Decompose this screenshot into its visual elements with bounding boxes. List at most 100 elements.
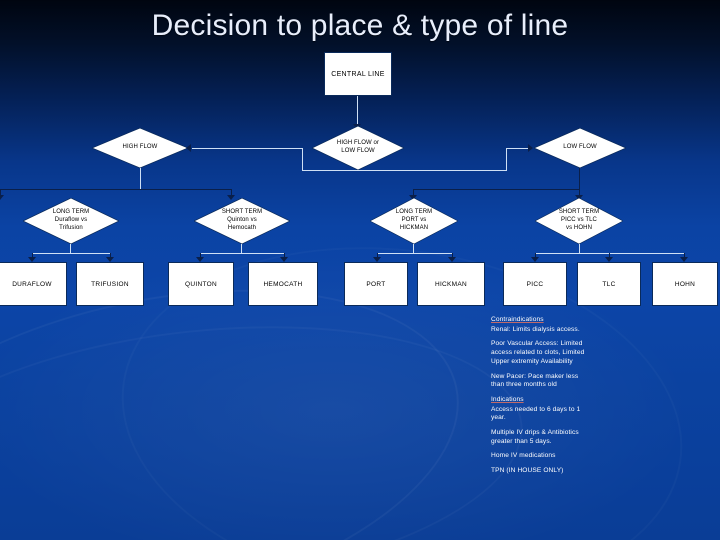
page-title: Decision to place & type of line — [151, 9, 569, 42]
connector-l2d-right-drop — [684, 253, 685, 259]
node-label: SHORT TERM PICC vs TLC vs HOHN — [545, 209, 614, 232]
node-label: PICC — [526, 280, 544, 288]
connector-highflow-right-drop — [231, 189, 232, 197]
connector-l2b-split — [200, 253, 284, 254]
node-label-line2: Quinton vs — [227, 217, 257, 224]
node-long-term-duraflow-trifusion[interactable]: LONG TERM Duraflow vs Trifusion — [23, 198, 119, 244]
connector-center-to-lowflow-h1 — [402, 170, 506, 171]
arrowhead-to-hickman — [448, 257, 456, 262]
node-label: TRIFUSION — [91, 280, 129, 288]
node-label: HIGH FLOW or LOW FLOW — [322, 140, 394, 155]
node-label: SHORT TERM Quinton vs Hemocath — [205, 209, 280, 232]
node-label-line2: PORT vs — [401, 217, 427, 224]
node-label: LONG TERM PORT vs HICKMAN — [380, 209, 449, 232]
node-label: PORT — [366, 280, 386, 288]
node-central-line[interactable]: CENTRAL LINE — [324, 52, 392, 96]
connector-l2a-right-drop — [110, 253, 111, 259]
diamond-shape-icon — [92, 128, 188, 168]
notes-indication-item: Access needed to 6 days to 1 year. — [491, 405, 581, 422]
connector-root-to-highlow — [357, 96, 358, 125]
connector-lowflow-down — [579, 168, 580, 190]
node-short-term-quinton-hemocath[interactable]: SHORT TERM Quinton vs Hemocath — [194, 198, 290, 244]
diamond-shape-icon — [535, 198, 623, 244]
connector-l2c-split — [377, 253, 452, 254]
notes-indication-item: TPN (IN HOUSE ONLY) — [491, 467, 564, 475]
notes-contraindication-item: New Pacer: Pace maker less than three mo… — [491, 372, 579, 389]
notes-panel: Contraindications Renal: Limits dialysis… — [491, 316, 585, 482]
connector-l2c-down — [413, 244, 414, 253]
node-label-line2: LOW FLOW — [341, 148, 375, 154]
node-duraflow[interactable]: DURAFLOW — [0, 262, 67, 306]
node-label: LOW FLOW — [563, 144, 597, 151]
connector-lowflow-right-drop — [579, 189, 580, 197]
connector-center-to-lowflow-v — [506, 148, 507, 171]
notes-indication-item: Multiple IV drips & Antibiotics greater … — [491, 429, 579, 445]
arrowhead-to-shortterm-quinton — [227, 195, 235, 200]
node-hickman[interactable]: HICKMAN — [417, 262, 485, 306]
arrowhead-to-tlc — [605, 257, 613, 262]
connector-center-to-highflow-v — [302, 148, 303, 171]
diamond-shape-icon — [23, 198, 119, 244]
notes-contraindication-item: Poor Vascular Access: Limited access rel… — [491, 340, 585, 365]
node-label-line1: LONG TERM — [52, 209, 90, 216]
node-low-flow[interactable]: LOW FLOW — [534, 128, 626, 168]
node-high-flow[interactable]: HIGH FLOW — [92, 128, 188, 168]
arrowhead-to-quinton — [196, 257, 204, 262]
node-long-term-port-hickman[interactable]: LONG TERM PORT vs HICKMAN — [370, 198, 458, 244]
node-hemocath[interactable]: HEMOCATH — [248, 262, 318, 306]
connector-l2d-left-drop — [535, 253, 536, 259]
connector-l2d-down — [579, 244, 580, 253]
arrowhead-to-hohn — [680, 257, 688, 262]
node-label: HEMOCATH — [263, 280, 303, 288]
diamond-shape-icon — [312, 126, 404, 170]
background-swirl-1 — [0, 238, 489, 540]
node-tlc[interactable]: TLC — [577, 262, 641, 306]
connector-l2a-left-drop — [32, 253, 33, 259]
connector-lowflow-split — [413, 189, 580, 190]
node-label-line3: Trifusion — [59, 224, 83, 231]
node-port[interactable]: PORT — [344, 262, 408, 306]
arrowhead-to-shortterm-picc — [575, 195, 583, 200]
connector-l2d-mid-drop — [609, 253, 610, 259]
arrowhead-to-highflow — [186, 144, 191, 152]
connector-highflow-down — [140, 168, 141, 190]
node-label-line1: SHORT TERM — [558, 209, 600, 216]
connector-center-to-highflow-h1 — [302, 170, 406, 171]
node-label: LONG TERM Duraflow vs Trifusion — [34, 209, 109, 232]
connector-l2a-down — [70, 244, 71, 253]
node-label-line3: HICKMAN — [399, 224, 429, 231]
connector-l2a-split — [32, 253, 110, 254]
arrowhead-to-duraflow — [28, 257, 36, 262]
background-swirl-2 — [0, 297, 536, 540]
connector-center-to-highflow-h2 — [192, 148, 303, 149]
node-quinton[interactable]: QUINTON — [168, 262, 234, 306]
node-short-term-picc-tlc-hohn[interactable]: SHORT TERM PICC vs TLC vs HOHN — [535, 198, 623, 244]
notes-contraindication-item: Renal: Limits dialysis access. — [491, 325, 580, 333]
node-label: HIGH FLOW — [122, 144, 158, 151]
connector-highflow-left-drop — [0, 189, 1, 197]
node-label: QUINTON — [185, 280, 217, 288]
arrowhead-to-picc — [531, 257, 539, 262]
connector-l2b-left-drop — [200, 253, 201, 259]
node-picc[interactable]: PICC — [503, 262, 567, 306]
node-hohn[interactable]: HOHN — [652, 262, 718, 306]
node-label-line1: HIGH FLOW or — [336, 140, 380, 147]
node-label-line2: PICC vs TLC — [561, 217, 597, 224]
connector-highflow-split — [0, 189, 232, 190]
node-label: HICKMAN — [434, 280, 468, 288]
arrowhead-to-port — [373, 257, 381, 262]
arrowhead-to-longterm-port — [409, 195, 417, 200]
node-label: HOHN — [674, 280, 696, 288]
node-label-line3: vs HOHN — [565, 224, 593, 231]
connector-l2b-right-drop — [284, 253, 285, 259]
connector-lowflow-left-drop — [413, 189, 414, 197]
connector-l2c-left-drop — [377, 253, 378, 259]
arrowhead-to-lowflow — [528, 144, 533, 152]
node-high-or-low-flow[interactable]: HIGH FLOW or LOW FLOW — [312, 126, 404, 170]
node-trifusion[interactable]: TRIFUSION — [76, 262, 144, 306]
notes-indications-heading: Indications — [491, 395, 524, 403]
node-label: DURAFLOW — [12, 280, 52, 288]
node-label-line2: Duraflow vs — [54, 217, 88, 224]
diamond-shape-icon — [534, 128, 626, 168]
diamond-shape-icon — [194, 198, 290, 244]
